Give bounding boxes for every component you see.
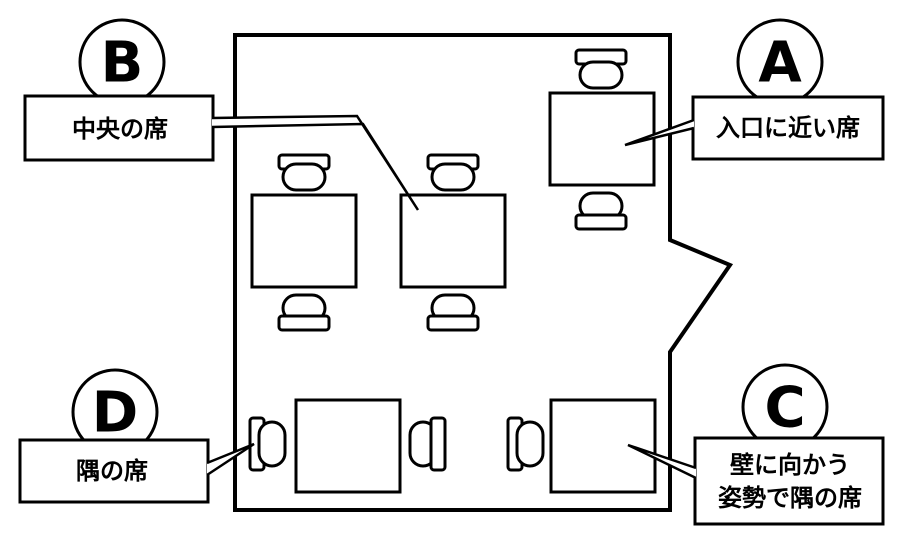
leader-c — [627, 443, 697, 480]
label-d-text: 隅の席 — [76, 457, 148, 485]
leader-a — [624, 118, 695, 147]
table-group-center-left — [250, 153, 358, 332]
table-d — [294, 398, 402, 494]
badge-d-letter: D — [92, 381, 138, 446]
table-c — [549, 398, 657, 494]
chair-a-bottom-base — [574, 213, 628, 231]
chair-d-left-seat — [257, 420, 287, 468]
badge-a-letter: A — [758, 31, 802, 96]
chair-b-bottom-base — [426, 314, 480, 332]
callout-d: D 隅の席 — [18, 368, 255, 504]
label-box-d — [18, 438, 210, 504]
callout-b: B 中央の席 — [23, 18, 420, 211]
table-group-c — [506, 398, 657, 494]
leader-b — [211, 114, 420, 211]
table-center-left — [250, 193, 358, 289]
table-b — [399, 193, 507, 289]
label-c-line1: 壁に向かう — [730, 451, 850, 479]
chair-a-top-seat — [578, 60, 624, 90]
table-a — [548, 91, 656, 187]
table-group-d — [248, 398, 447, 494]
chair-c-seat — [515, 420, 545, 468]
label-b-text: 中央の席 — [72, 115, 168, 143]
callout-a: A 入口に近い席 — [624, 18, 885, 161]
chair-d-right-base — [429, 416, 447, 472]
label-a-text: 入口に近い席 — [716, 114, 860, 142]
chair-cl-bottom-base — [277, 314, 331, 332]
chair-cl-top-seat — [281, 162, 327, 192]
table-group-b — [399, 153, 507, 332]
table-group-a — [548, 48, 656, 231]
leader-d — [206, 442, 255, 477]
label-c-line2: 姿勢で隅の席 — [718, 484, 862, 512]
badge-b-letter: B — [101, 31, 144, 96]
badge-c-letter: C — [764, 376, 805, 441]
callout-c: C 壁に向かう 姿勢で隅の席 — [627, 363, 885, 526]
label-box-c — [693, 436, 885, 526]
chair-b-top-seat — [430, 162, 476, 192]
